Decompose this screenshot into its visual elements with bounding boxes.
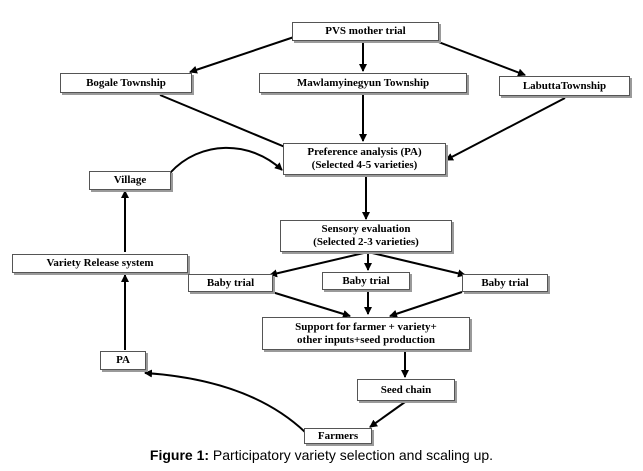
arrow-baby-right-to-support [389,291,463,318]
arrow-farmers-to-pa [144,369,306,433]
arrow-bogale-to-pa [159,94,298,154]
arrow-seedchain-to-farmers [369,401,406,428]
village-label: Village [113,174,147,186]
pa-label: PA [116,354,130,366]
village-box: Village [89,171,171,190]
seed-chain-box: Seed chain [357,379,455,401]
figure-caption-text: Participatory variety selection and scal… [209,447,494,463]
mawlamyinegyun-township-box: Mawlamyinegyun Township [259,73,467,93]
support-label-line1: Support for farmer + variety+ [295,320,437,333]
labutta-township-box: LabuttaTownship [499,76,630,96]
baby-trial-middle-label: Baby trial [342,274,390,287]
figure-caption: Figure 1: Participatory variety selectio… [0,447,643,463]
arrow-pvs-to-bogale [189,34,301,74]
preference-analysis-box: Preference analysis (PA) (Selected 4-5 v… [283,143,446,175]
arrow-sensory-to-baby-left [269,251,369,278]
pvs-mother-trial-label: PVS mother trial [325,25,406,37]
pvs-mother-trial-box: PVS mother trial [292,22,439,41]
farmers-box: Farmers [304,428,372,444]
farmers-label: Farmers [317,429,359,442]
sensory-evaluation-box: Sensory evaluation (Selected 2-3 varieti… [280,220,452,252]
arrow-labutta-to-pa [445,97,566,161]
baby-trial-right-box: Baby trial [462,274,548,292]
mawlamyinegyun-township-label: Mawlamyinegyun Township [296,76,430,89]
figure-caption-label: Figure 1: [149,447,210,463]
baby-trial-left-box: Baby trial [188,274,273,292]
arrow-baby-left-to-support [271,291,351,318]
preference-analysis-label: Preference analysis (PA) [307,146,422,158]
variety-release-system-label: Variety Release system [46,257,154,269]
arrow-sensory-to-baby-right [367,251,466,278]
arrow-village-to-pa [169,146,283,174]
seed-chain-label: Seed chain [380,383,432,396]
support-label-line2: other inputs+seed production [297,333,435,346]
pa-box: PA [100,351,146,370]
baby-trial-left-label: Baby trial [206,276,255,289]
support-box: Support for farmer + variety+ other inpu… [262,317,470,350]
labutta-township-label: LabuttaTownship [522,79,607,92]
baby-trial-middle-box: Baby trial [322,272,410,290]
bogale-township-label: Bogale Township [86,76,166,89]
baby-trial-right-label: Baby trial [481,276,529,289]
sensory-evaluation-label: Sensory evaluation [321,223,411,235]
sensory-evaluation-sublabel: (Selected 2-3 varieties) [313,236,419,248]
variety-release-system-box: Variety Release system [12,254,188,273]
preference-analysis-sublabel: (Selected 4-5 varieties) [311,159,418,171]
bogale-township-box: Bogale Township [60,73,192,93]
